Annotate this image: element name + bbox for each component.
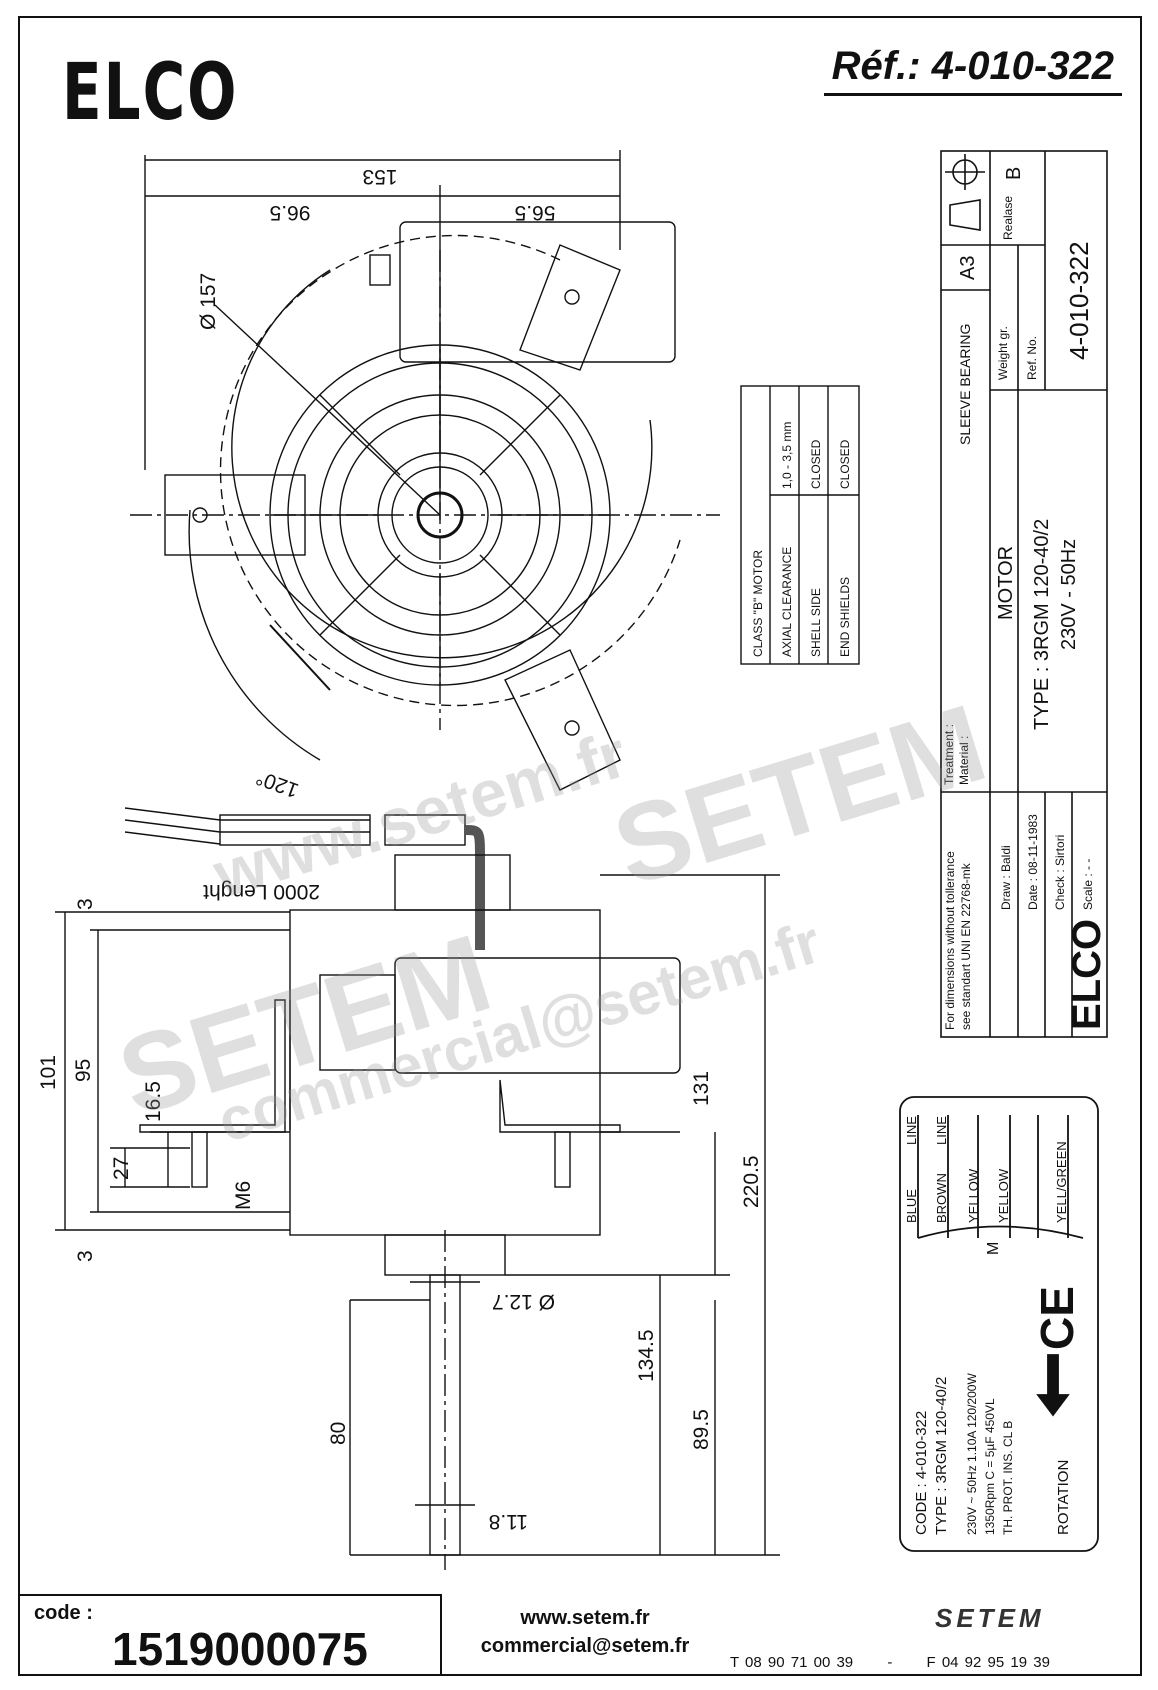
treatment-label: Treatment : xyxy=(942,724,956,785)
draw-label: Draw : Baldi xyxy=(999,845,1013,910)
spec-class-label: CLASS "B" MOTOR xyxy=(751,550,765,657)
phone-fax-line: T 08 90 71 00 39 - F 04 92 95 19 39 xyxy=(730,1654,1078,1671)
drawing-frame xyxy=(18,16,1142,1676)
dim-131-label: 131 xyxy=(690,1071,713,1106)
product-voltage: 230V - 50Hz xyxy=(1058,539,1080,650)
spec-clearance-label: AXIAL CLEARANCE xyxy=(780,547,794,657)
dim-80-label: 80 xyxy=(327,1422,350,1445)
sleeve-bearing-label: SLEEVE BEARING xyxy=(957,324,973,445)
thread-m6-label: M6 xyxy=(232,1181,255,1210)
spec-shields-label: END SHIELDS xyxy=(838,577,852,657)
title-block: SLEEVE BEARING A3 Realase B Weight gr. R… xyxy=(940,150,1109,1038)
wire-yellow-1: YELLOW xyxy=(966,1168,981,1223)
format-label: A3 xyxy=(957,256,979,280)
website-link[interactable]: www.setem.fr xyxy=(520,1607,650,1629)
product-name: MOTOR xyxy=(995,546,1017,620)
dim-27-label: 27 xyxy=(110,1157,133,1180)
dim-96-5-label: 96.5 xyxy=(270,201,311,224)
nameplate: BLUE LINE BROWN LINE YELLOW YELLOW YELL/… xyxy=(899,1096,1099,1552)
spec-clearance-value: 1,0 - 3,5 mm xyxy=(780,422,794,489)
tolerance-line-1: For dimensions without tollerance xyxy=(943,851,957,1030)
wire-brown: BROWN xyxy=(934,1173,949,1223)
fax-number: F 04 92 95 19 39 xyxy=(926,1654,1050,1671)
dim-134-5-label: 134.5 xyxy=(635,1329,658,1382)
code-box: code : 1519000075 xyxy=(18,1594,442,1676)
dim-220-5-label: 220.5 xyxy=(740,1155,763,1208)
dim-89-5-label: 89.5 xyxy=(690,1409,713,1450)
check-label: Check : Sirtori xyxy=(1053,835,1067,910)
ref-no-label: Ref. No. xyxy=(1025,336,1039,380)
code-label: code : xyxy=(34,1602,93,1624)
dim-16-5-label: 16.5 xyxy=(142,1081,165,1122)
setem-logo: SETEM xyxy=(935,1603,1045,1633)
contact-block: www.setem.fr commercial@setem.fr xyxy=(460,1604,710,1660)
spec-shields-value: CLOSED xyxy=(838,439,852,489)
dim-3-bottom-label: 3 xyxy=(74,1250,97,1262)
wire-line-1: LINE xyxy=(904,1116,919,1145)
dim-56-5-label: 56.5 xyxy=(515,201,556,224)
nameplate-type: TYPE : 3RGM 120-40/2 xyxy=(933,1377,950,1535)
wire-blue: BLUE xyxy=(904,1189,919,1223)
spec-shell-value: CLOSED xyxy=(809,439,823,489)
dim-11-8-label: 11.8 xyxy=(489,1510,528,1533)
phone-separator: - xyxy=(887,1654,893,1671)
nameplate-line-3: TH. PROT. INS. CL B xyxy=(1001,1421,1015,1535)
weight-label: Weight gr. xyxy=(996,326,1010,380)
diameter-157-label: Ø 157 xyxy=(197,273,220,330)
dim-3-top-label: 3 xyxy=(74,898,97,910)
spec-box: CLASS "B" MOTOR AXIAL CLEARANCE 1,0 - 3,… xyxy=(740,385,860,665)
phone-number: T 08 90 71 00 39 xyxy=(730,1654,854,1671)
motor-symbol: M xyxy=(985,1242,1002,1255)
shaft-diameter-label: Ø 12.7 xyxy=(492,1290,555,1313)
date-label: Date : 08-11-1983 xyxy=(1026,814,1040,910)
product-type: TYPE : 3RGM 120-40/2 xyxy=(1031,519,1053,730)
wire-line-2: LINE xyxy=(934,1116,949,1145)
scale-label: Scale : - - xyxy=(1081,859,1095,910)
wire-yellow-2: YELLOW xyxy=(996,1168,1011,1223)
tolerance-line-2: see standart UNI EN 22768-mk xyxy=(959,862,973,1030)
ref-no-value: 4-010-322 xyxy=(1064,241,1094,360)
elco-logo: ELCO xyxy=(62,46,239,138)
release-value: B xyxy=(1003,167,1025,180)
dim-95-label: 95 xyxy=(72,1059,95,1082)
nameplate-line-1: 230V ~ 50Hz 1.10A 120/200W xyxy=(965,1373,979,1535)
spec-shell-label: SHELL SIDE xyxy=(809,588,823,657)
cable-length-label: 2000 Lenght xyxy=(203,880,320,903)
email-link[interactable]: commercial@setem.fr xyxy=(480,1635,690,1657)
dim-101-label: 101 xyxy=(37,1055,60,1090)
code-value: 1519000075 xyxy=(112,1623,368,1675)
reference-number: Réf.: 4-010-322 xyxy=(823,44,1122,96)
dim-153-label: 153 xyxy=(362,165,397,188)
release-label: Realase xyxy=(1001,196,1015,240)
ce-mark: CE xyxy=(1031,1286,1083,1350)
title-block-elco-logo: ELCO xyxy=(1065,919,1109,1030)
nameplate-line-2: 1350Rpm C = 5µF 450VL xyxy=(983,1398,997,1535)
material-label: Material : xyxy=(957,736,971,785)
rotation-label: ROTATION xyxy=(1055,1460,1072,1535)
nameplate-code: CODE : 4-010-322 xyxy=(913,1411,930,1535)
wire-yellow-green: YELL/GREEN xyxy=(1054,1141,1069,1223)
